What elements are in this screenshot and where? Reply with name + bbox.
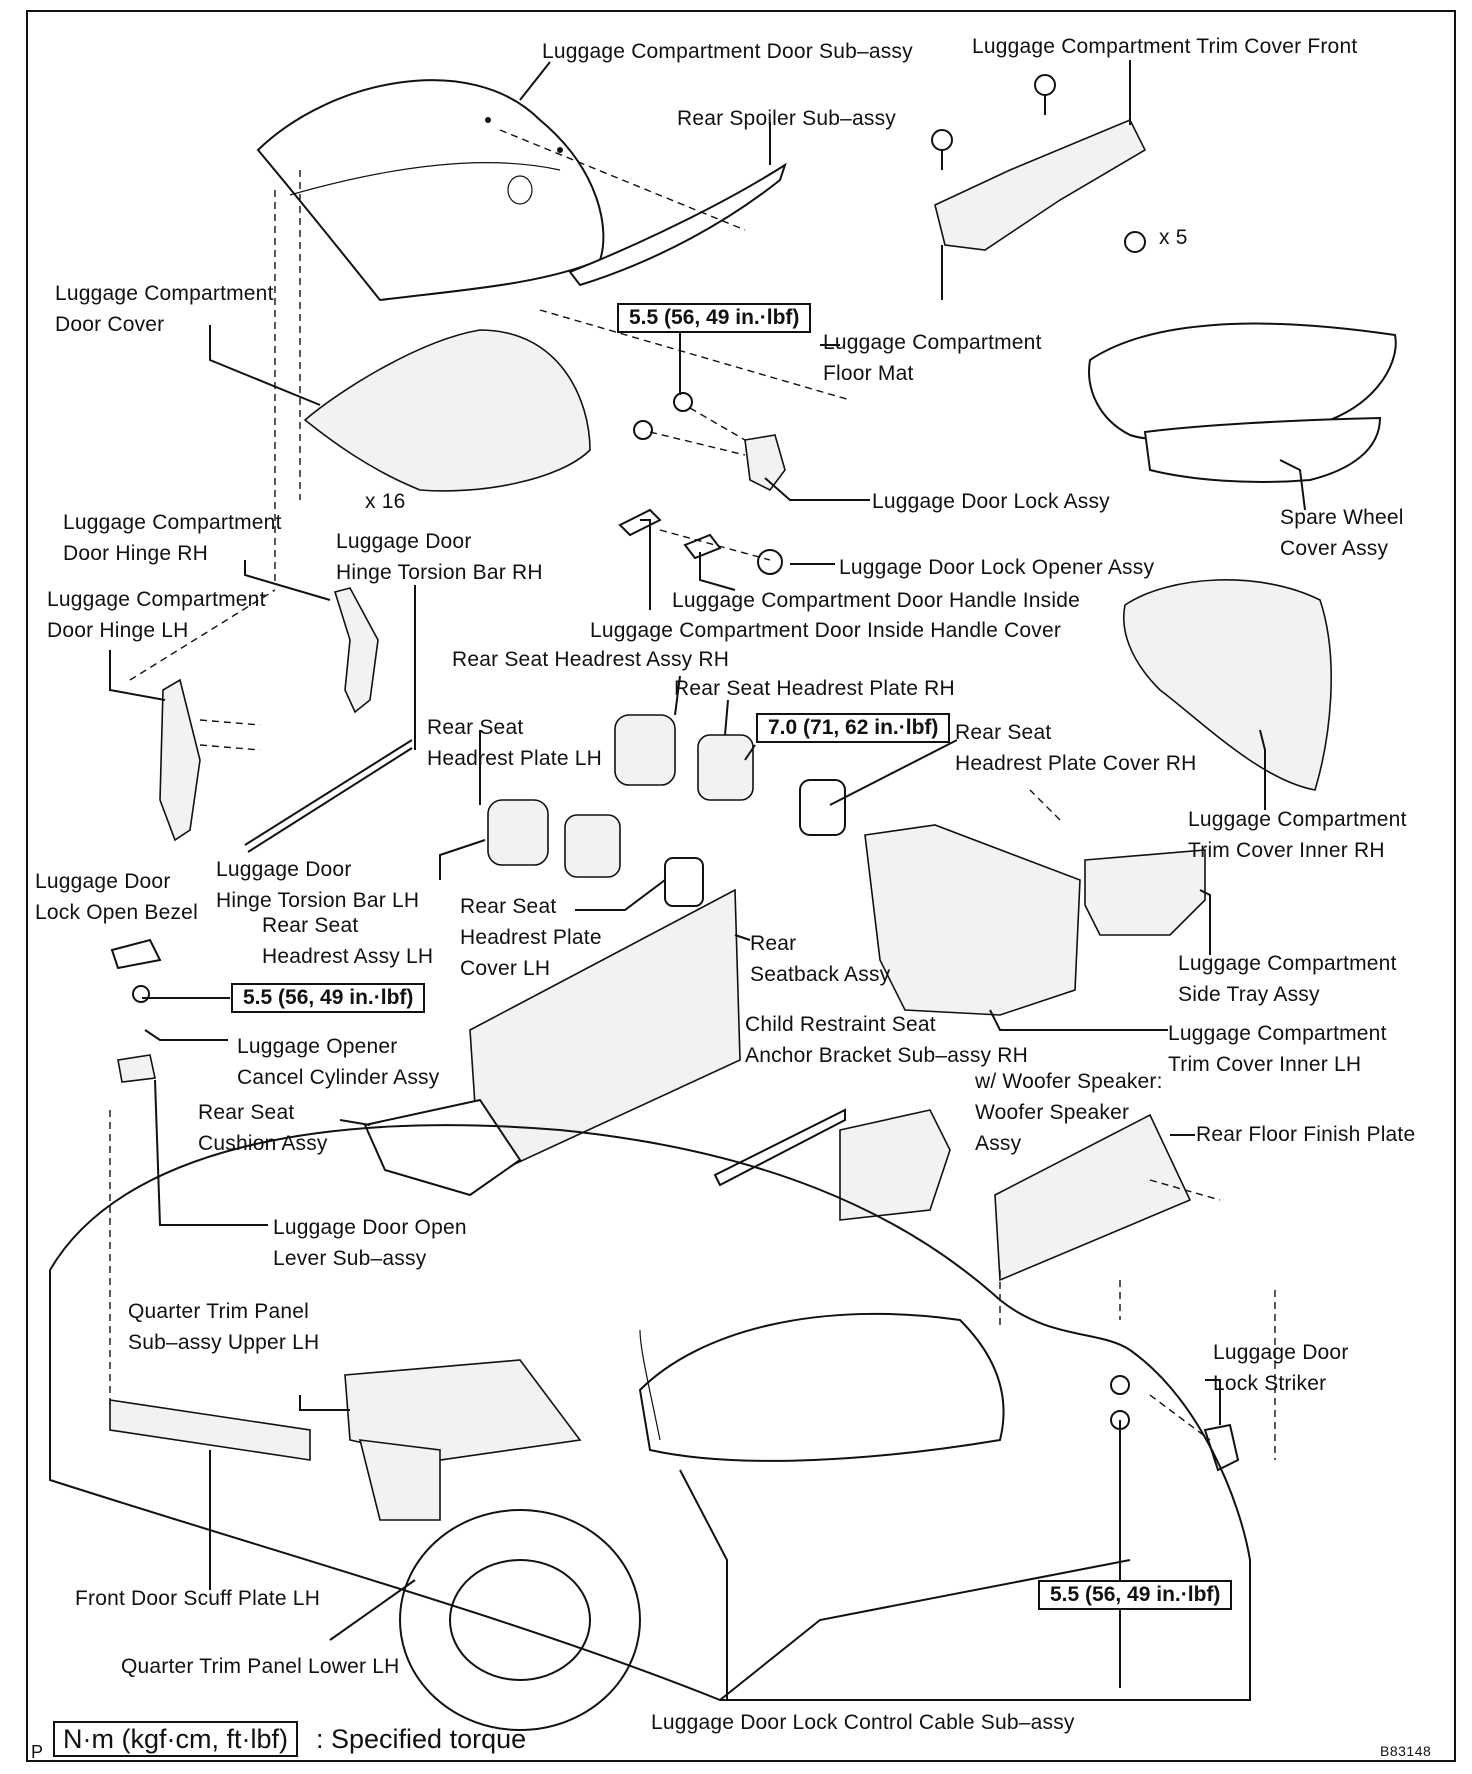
child-restraint-drawing xyxy=(713,1108,846,1187)
plate-cover-lh-drawing xyxy=(664,857,704,907)
trim-cover-front-drawing xyxy=(931,74,1147,300)
plate-cover-rh-drawing xyxy=(799,779,846,836)
striker-bolt-1 xyxy=(1110,1375,1130,1395)
label-seat-cushion: Rear Seat Cushion Assy xyxy=(198,1101,328,1155)
lock-bolt-2 xyxy=(633,420,653,440)
seat-cushion-drawing xyxy=(363,1098,522,1197)
label-side-tray: Luggage Compartment Side Tray Assy xyxy=(1178,952,1397,1006)
side-tray-drawing xyxy=(1084,849,1206,936)
open-lever-drawing xyxy=(117,1054,156,1083)
label-door-cover: Luggage Compartment Door Cover xyxy=(55,282,274,336)
lock-open-bezel-drawing xyxy=(110,938,162,970)
luggage-door-drawing xyxy=(256,79,605,302)
label-qty-x5: x 5 xyxy=(1159,226,1188,249)
label-scuff-plate: Front Door Scuff Plate LH xyxy=(75,1587,321,1610)
door-lock-drawing xyxy=(744,434,786,492)
headrest-lh-drawing xyxy=(487,799,549,866)
label-handle-inside: Luggage Compartment Door Handle Inside xyxy=(672,589,1081,612)
label-trim-cover-inner-lh: Luggage Compartment Trim Cover Inner LH xyxy=(1168,1022,1387,1076)
floor-mat-drawing xyxy=(1088,322,1397,441)
bezel-bolt xyxy=(132,985,150,1003)
label-child-restraint: Child Restraint Seat Anchor Bracket Sub–… xyxy=(745,1013,1028,1067)
rear-spoiler-drawing xyxy=(568,162,787,287)
torsion-bar-drawing xyxy=(244,739,413,853)
label-woofer: w/ Woofer Speaker: Woofer Speaker Assy xyxy=(975,1070,1163,1155)
leader-lines xyxy=(109,60,1306,1700)
label-seatback: Rear Seatback Assy xyxy=(750,932,891,986)
label-plate-cover-rh: Rear Seat Headrest Plate Cover RH xyxy=(955,721,1197,775)
corner-letter: P xyxy=(31,1742,44,1762)
spare-wheel-cover-drawing xyxy=(1143,416,1382,483)
label-control-cable: Luggage Door Lock Control Cable Sub–assy xyxy=(651,1711,1075,1734)
label-headrest-rh: Rear Seat Headrest Assy RH xyxy=(452,648,730,671)
assembly-dashed-lines xyxy=(109,129,1276,1460)
diagram-frame xyxy=(26,10,1456,1762)
trim-cover-inner-lh-drawing xyxy=(864,824,1081,1016)
label-inside-handle-cover: Luggage Compartment Door Inside Handle C… xyxy=(590,619,1062,642)
hinge-rh-drawing xyxy=(333,587,379,714)
label-headrest-plate-rh: Rear Seat Headrest Plate RH xyxy=(674,677,955,700)
rear-floor-finish-drawing xyxy=(994,1113,1192,1282)
figure-code: B83148 xyxy=(1380,1743,1432,1759)
label-hinge-rh: Luggage Compartment Door Hinge RH xyxy=(63,511,282,565)
label-headrest-plate-lh: Rear Seat Headrest Plate LH xyxy=(427,716,602,770)
label-headrest-lh: Rear Seat Headrest Assy LH xyxy=(262,914,434,968)
label-plate-cover-lh: Rear Seat Headrest Plate Cover LH xyxy=(460,895,602,980)
headrest-plate-rh-drawing xyxy=(697,734,754,801)
torque-legend-box: N·m (kgf·cm, ft·lbf) xyxy=(53,1721,298,1757)
torque-legend-text: : Specified torque xyxy=(316,1724,527,1754)
label-torsion-bar-lh: Luggage Door Hinge Torsion Bar LH xyxy=(216,858,420,912)
label-rear-spoiler: Rear Spoiler Sub–assy xyxy=(677,107,896,130)
headrest-plate-lh-drawing xyxy=(564,814,621,878)
label-quarter-upper: Quarter Trim Panel Sub–assy Upper LH xyxy=(128,1300,320,1354)
label-lock-opener-assy: Luggage Door Lock Opener Assy xyxy=(839,556,1155,579)
woofer-drawing xyxy=(839,1109,951,1221)
label-door-subassy: Luggage Compartment Door Sub–assy xyxy=(542,40,913,63)
label-open-lever: Luggage Door Open Lever Sub–assy xyxy=(273,1216,467,1270)
label-lock-open-bezel: Luggage Door Lock Open Bezel xyxy=(35,870,198,924)
label-spare-wheel-cover: Spare Wheel Cover Assy xyxy=(1280,506,1404,560)
headrest-rh-drawing xyxy=(614,714,676,786)
label-rear-floor-finish: Rear Floor Finish Plate xyxy=(1196,1123,1416,1146)
hinge-lh-drawing xyxy=(159,678,201,842)
label-trim-cover-inner-rh: Luggage Compartment Trim Cover Inner RH xyxy=(1188,808,1407,862)
label-opener-cancel: Luggage Opener Cancel Cylinder Assy xyxy=(237,1035,440,1089)
lock-opener-drawing xyxy=(757,549,783,575)
door-cover-drawing xyxy=(303,329,591,492)
handle-cover-drawing xyxy=(618,508,662,537)
label-torsion-bar-rh: Luggage Door Hinge Torsion Bar RH xyxy=(336,530,543,584)
car-body-drawing xyxy=(49,1124,1251,1731)
lock-bolt-1 xyxy=(673,392,693,412)
handle-inside-drawing xyxy=(683,533,722,560)
trim-cover-inner-rh-drawing xyxy=(1123,579,1332,791)
label-floor-mat: Luggage Compartment Floor Mat xyxy=(823,331,1042,385)
lock-striker-drawing xyxy=(1203,1423,1240,1472)
label-hinge-lh: Luggage Compartment Door Hinge LH xyxy=(47,588,266,642)
torque-spec-lock-assy: 5.5 (56, 49 in.·lbf) xyxy=(617,303,812,333)
label-door-lock-assy: Luggage Door Lock Assy xyxy=(872,490,1110,513)
label-quarter-lower: Quarter Trim Panel Lower LH xyxy=(121,1655,400,1678)
torque-spec-headrest-plate: 7.0 (71, 62 in.·lbf) xyxy=(756,713,951,743)
label-lock-striker: Luggage Door Lock Striker xyxy=(1213,1341,1349,1395)
torque-spec-open-bezel: 5.5 (56, 49 in.·lbf) xyxy=(231,983,426,1013)
label-qty-x16: x 16 xyxy=(365,490,406,513)
torque-spec-striker: 5.5 (56, 49 in.·lbf) xyxy=(1038,1580,1233,1610)
label-trim-cover-front: Luggage Compartment Trim Cover Front xyxy=(972,35,1358,58)
